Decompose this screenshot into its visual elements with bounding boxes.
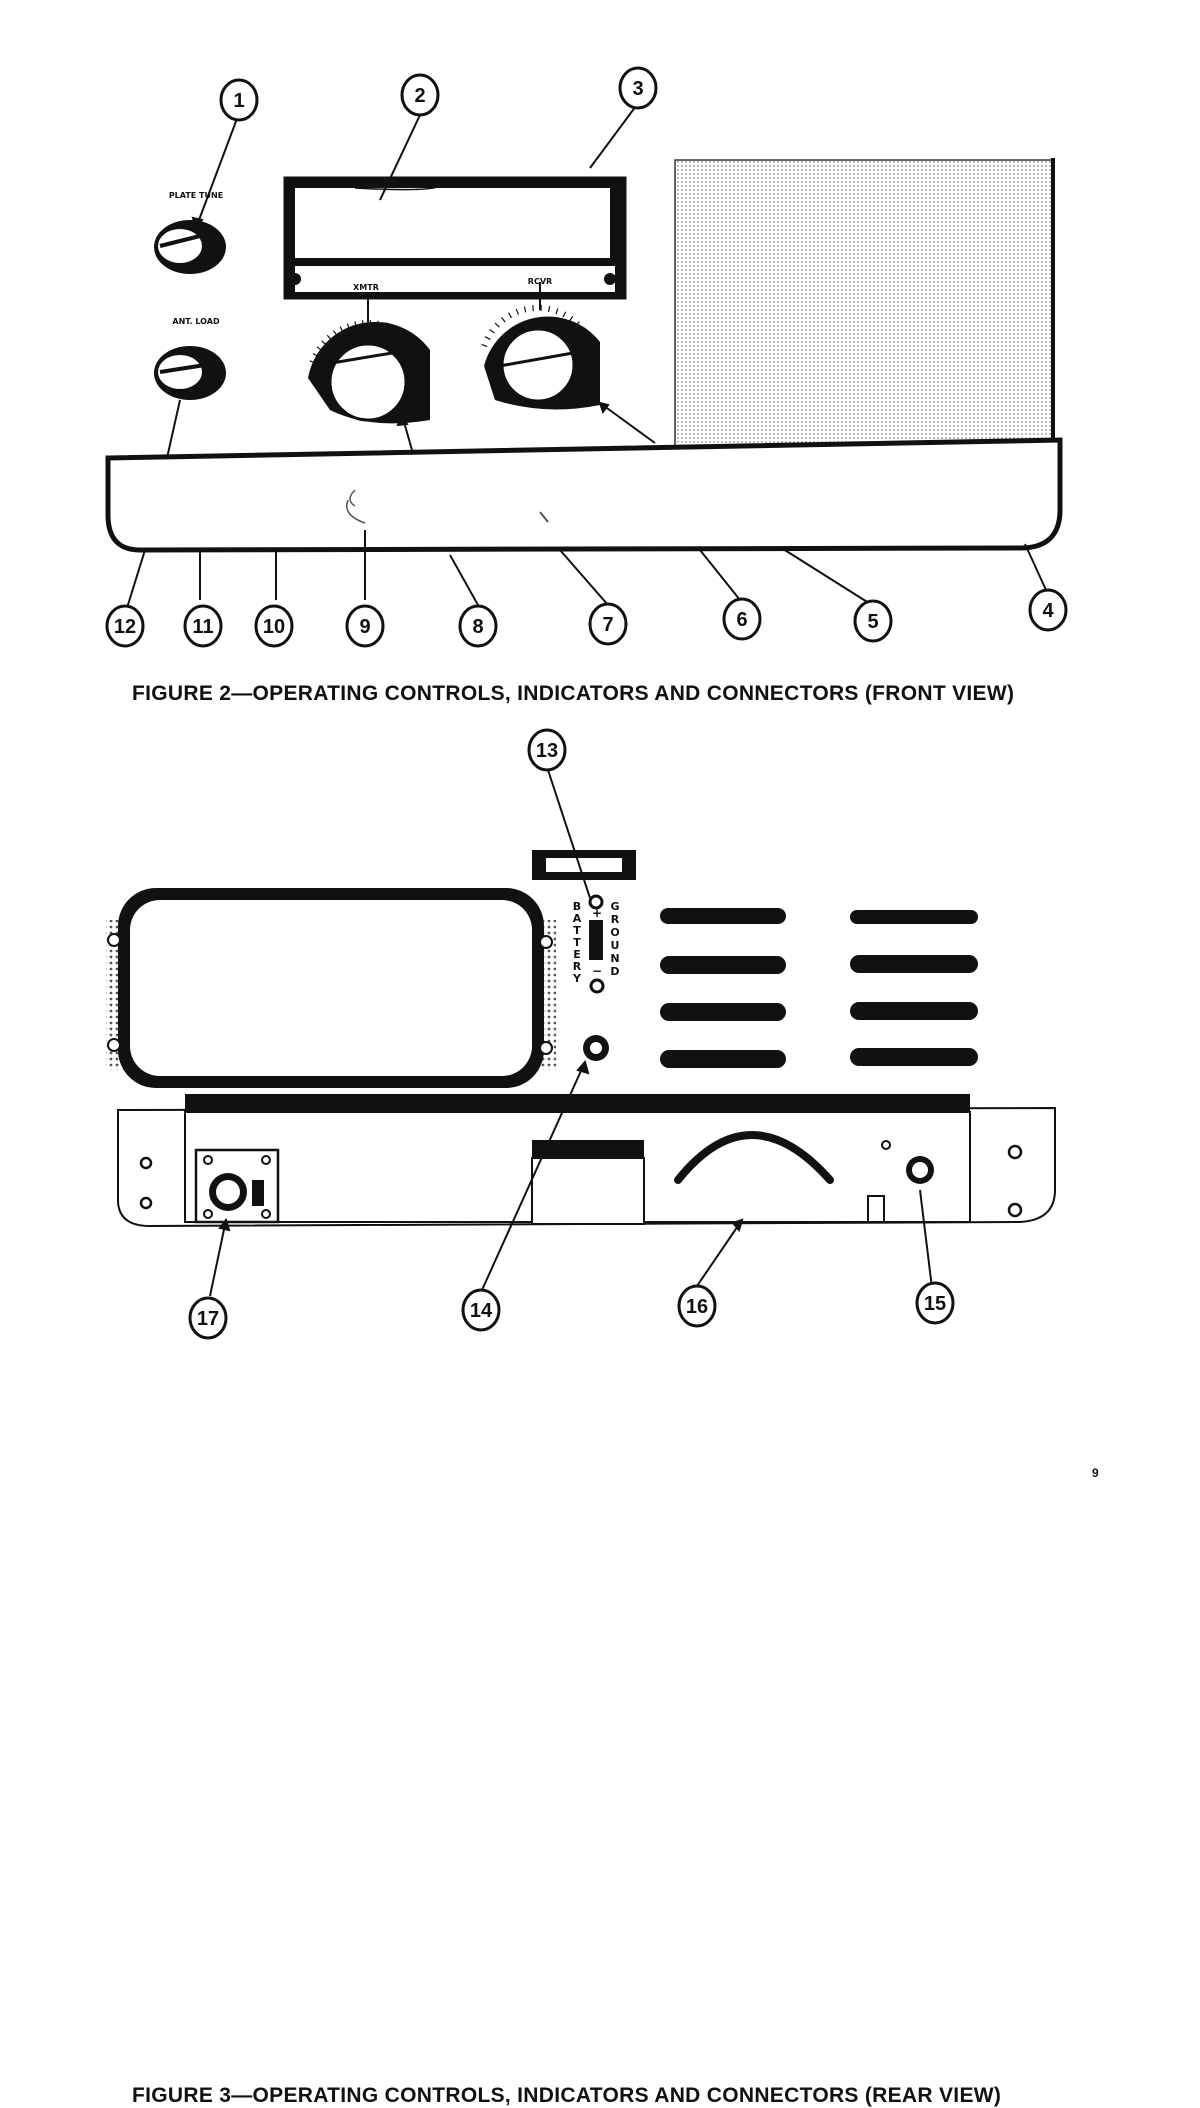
vent-slots [660,908,978,1068]
callout-14: 14 [463,1290,499,1330]
svg-text:8: 8 [472,616,483,638]
svg-text:12: 12 [114,616,136,638]
svg-text:9: 9 [359,616,370,638]
callout-15: 15 [917,1283,953,1323]
plate-tune-knob [154,220,226,274]
ant-load-knob [154,346,226,400]
callout-9: 9 [347,606,383,646]
antenna-connector [583,1035,609,1061]
svg-text:5: 5 [867,611,878,633]
rcvr-label: RCVR [528,277,552,286]
plus-label: + [592,906,602,920]
callout-16: 16 [679,1286,715,1326]
base-panel [108,440,1060,550]
callout-1: 1 [221,80,257,120]
meter [285,178,625,298]
callout-11: 11 [185,606,221,646]
plate-tune-label: PLATE TUNE [169,191,223,200]
callout-12: 12 [107,606,143,646]
callout-8: 8 [460,606,496,646]
svg-text:11: 11 [192,616,213,638]
svg-text:16: 16 [686,1296,708,1318]
svg-text:15: 15 [924,1293,946,1315]
svg-text:3: 3 [632,78,643,100]
svg-text:1: 1 [233,90,244,112]
callout-3: 3 [620,68,656,108]
xmtr-dial [308,296,430,423]
svg-text:7: 7 [602,614,613,636]
figure-3-caption: FIGURE 3—OPERATING CONTROLS, INDICATORS … [132,2084,1001,2108]
rear-window [106,888,556,1088]
callout-4: 4 [1030,590,1066,630]
svg-text:14: 14 [470,1300,493,1322]
callout-5: 5 [855,601,891,641]
svg-text:2: 2 [414,85,425,107]
ant-load-label: ANT. LOAD [172,317,220,326]
svg-text:10: 10 [263,616,285,638]
callout-6: 6 [724,599,760,639]
callout-13: 13 [529,730,565,770]
rear-nameplate [532,1140,644,1224]
rcvr-dial [482,282,600,409]
page-number: 9 [1092,1466,1099,1480]
callout-2: 2 [402,75,438,115]
power-connector [196,1150,278,1222]
svg-text:6: 6 [736,609,747,631]
svg-text:13: 13 [536,740,558,762]
svg-text:4: 4 [1042,600,1054,622]
callout-17: 17 [190,1298,226,1338]
callout-10: 10 [256,606,292,646]
callout-7: 7 [590,604,626,644]
xmtr-label: XMTR [353,283,379,292]
svg-text:17: 17 [197,1308,219,1330]
minus-label: − [592,964,602,978]
figure-2-caption: FIGURE 2—OPERATING CONTROLS, INDICATORS … [132,682,1014,706]
